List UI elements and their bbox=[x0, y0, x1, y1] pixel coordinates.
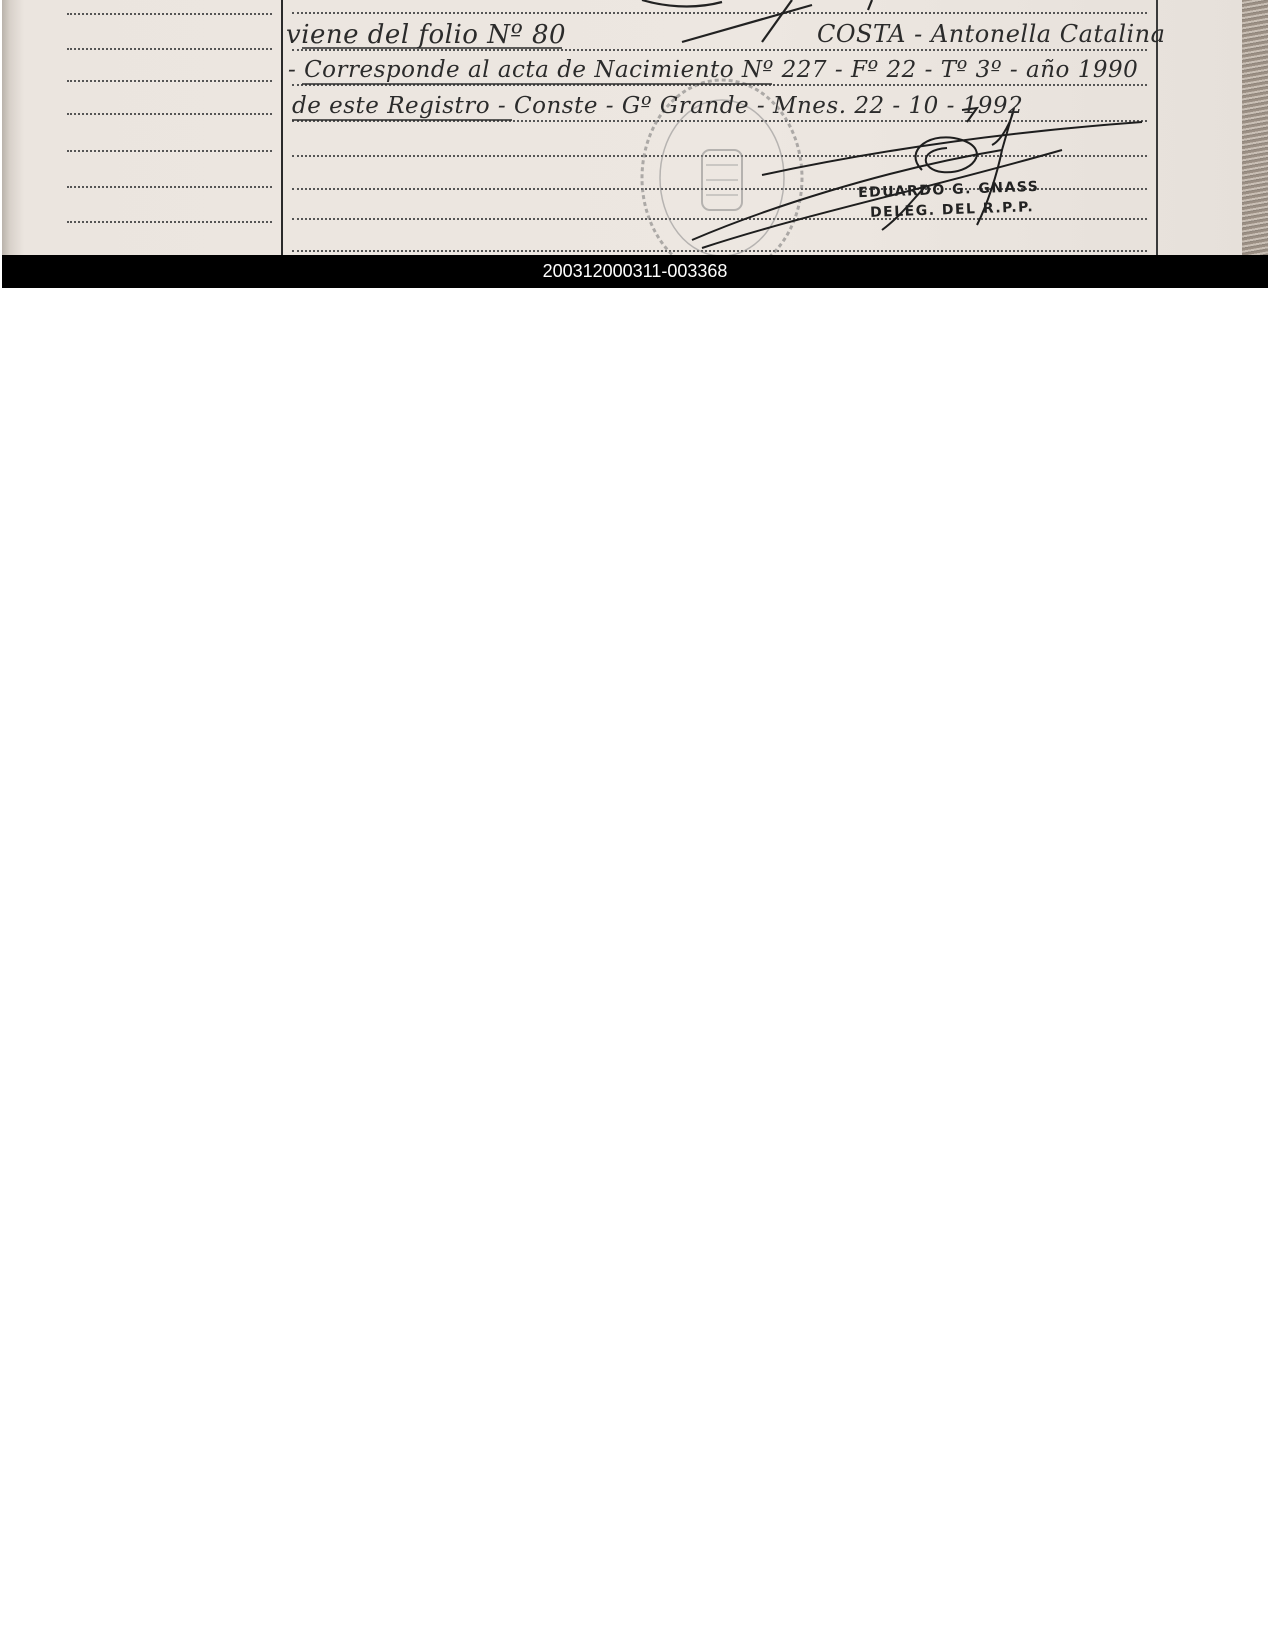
margin-dotted-line bbox=[67, 80, 272, 82]
signature-icon bbox=[691, 106, 1143, 249]
margin-dotted-line bbox=[67, 113, 272, 115]
margin-dotted-line bbox=[67, 48, 272, 50]
entry-dotted-line bbox=[292, 155, 1147, 157]
margin-dotted-line bbox=[67, 150, 272, 152]
handwritten-line-name: COSTA - Antonella Catalina bbox=[817, 20, 1166, 48]
margin-dotted-line bbox=[67, 221, 272, 223]
entry-dotted-line bbox=[292, 250, 1147, 252]
barcode-footer: 200312000311-003368 bbox=[2, 255, 1268, 288]
handwritten-line-birth-record: - Corresponde al acta de Nacimiento Nº 2… bbox=[288, 57, 1139, 83]
seal-and-signature bbox=[292, 0, 1143, 255]
entry-dotted-line bbox=[292, 49, 1147, 51]
barcode-number: 200312000311-003368 bbox=[542, 261, 728, 281]
entry-dotted-line bbox=[292, 218, 1147, 220]
column-divider bbox=[281, 0, 283, 255]
handwritten-line-folio: viene del folio Nº 80 bbox=[286, 20, 567, 50]
handwritten-line-registry: de este Registro - Conste - Gº Grande - … bbox=[292, 93, 1024, 119]
entry-dotted-line bbox=[292, 84, 1147, 86]
official-seal-icon bbox=[640, 78, 804, 255]
entry-dotted-line bbox=[292, 188, 1147, 190]
paper-background: viene del folio Nº 80 COSTA - Antonella … bbox=[2, 0, 1268, 255]
entry-dotted-line bbox=[292, 12, 1147, 14]
scanned-document-strip: viene del folio Nº 80 COSTA - Antonella … bbox=[2, 0, 1268, 288]
entry-dotted-line bbox=[292, 120, 1147, 122]
book-edge bbox=[1242, 0, 1268, 255]
margin-dotted-line bbox=[67, 186, 272, 188]
column-divider bbox=[1156, 0, 1158, 255]
margin-dotted-line bbox=[67, 13, 272, 15]
